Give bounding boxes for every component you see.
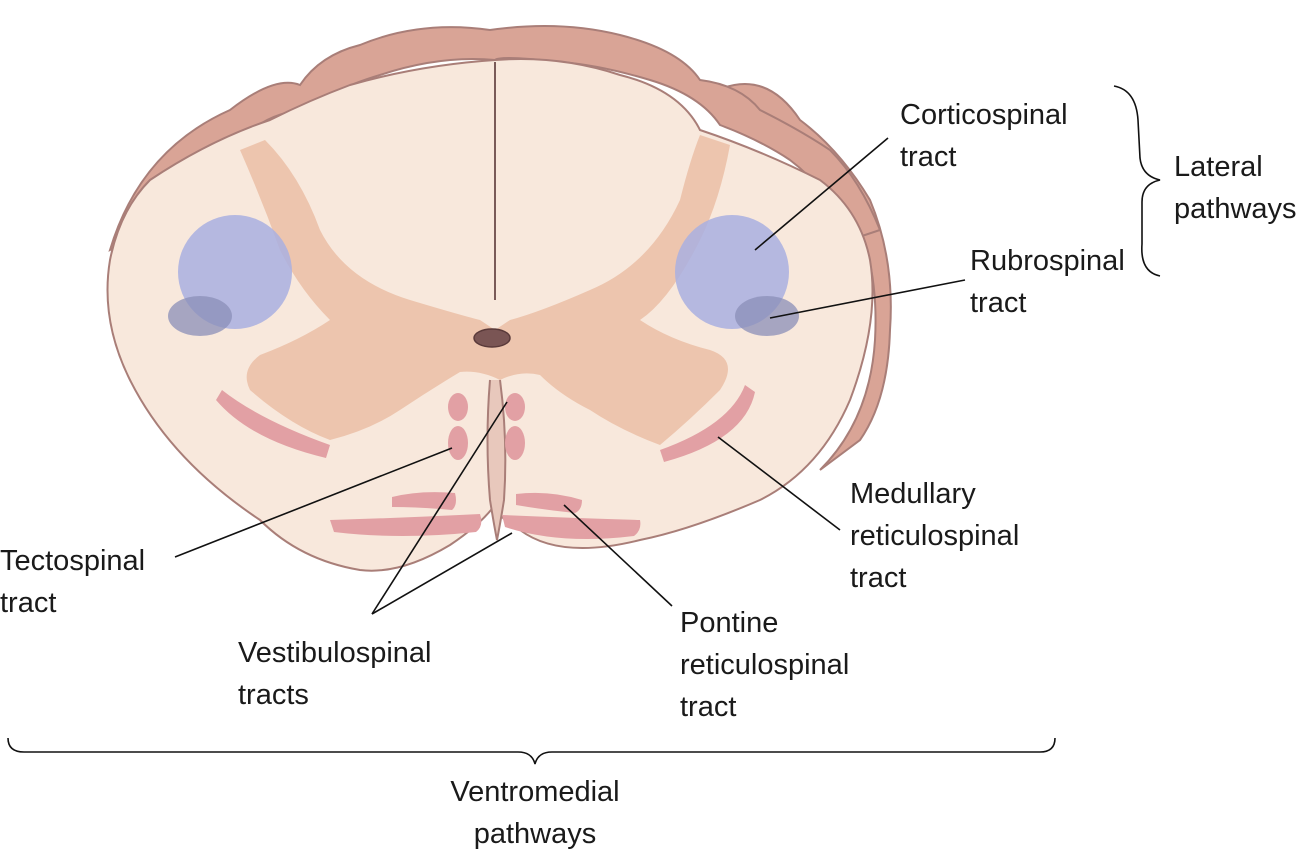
- label-tectospinal-tract: Tectospinal tract: [0, 540, 145, 624]
- label-rubrospinal-tract: Rubrospinal tract: [970, 240, 1125, 324]
- label-vestibulospinal-line2: tracts: [238, 679, 309, 711]
- leader-tectospinal: [174, 447, 453, 558]
- rubrospinal-tract-left: [168, 296, 232, 336]
- label-corticospinal-line2: tract: [900, 141, 957, 173]
- label-pontine-reticulospinal-tract: Pontine reticulospinal tract: [680, 602, 849, 728]
- pontine-reticulospinal-tract-right-lower: [502, 515, 641, 539]
- gray-matter: [240, 135, 730, 445]
- label-tectospinal-line1: Tectospinal: [0, 545, 146, 577]
- pontine-reticulospinal-tract-left-upper: [392, 492, 456, 510]
- label-ventromedial-line1: Ventromedial: [450, 776, 620, 808]
- label-corticospinal-line1: Corticospinal: [900, 99, 1068, 131]
- label-medullary-line1: Medullary: [850, 478, 976, 510]
- label-lateral-pathways: Lateral pathways: [1174, 146, 1297, 230]
- label-rubrospinal-line1: Rubrospinal: [970, 245, 1125, 277]
- label-ventromedial-line2: pathways: [473, 818, 597, 850]
- label-pontine-line3: tract: [680, 691, 737, 723]
- label-medullary-line2: reticulospinal: [850, 520, 1020, 552]
- leader-vestibulospinal-right: [371, 532, 513, 615]
- medullary-reticulospinal-tract-left: [216, 390, 330, 458]
- vestibulospinal-tract-left: [448, 426, 468, 460]
- lateral-pathways-brace: [1113, 85, 1161, 277]
- label-medullary-line3: tract: [850, 562, 907, 594]
- label-pontine-line2: reticulospinal: [680, 649, 850, 681]
- cord-dorsal-rim: [108, 25, 882, 252]
- label-vestibulospinal-tracts: Vestibulospinal tracts: [238, 632, 431, 716]
- medullary-reticulospinal-tract-right: [660, 385, 755, 462]
- pontine-reticulospinal-tract-left-lower: [330, 514, 482, 536]
- label-corticospinal-tract: Corticospinal tract: [900, 94, 1068, 178]
- leader-pontine: [563, 504, 673, 607]
- leader-corticospinal: [754, 137, 889, 251]
- label-ventromedial-pathways: Ventromedial pathways: [420, 771, 650, 855]
- ventromedial-pathways-brace: [7, 737, 1056, 765]
- leader-medullary: [717, 436, 841, 531]
- central-canal: [473, 328, 511, 348]
- tectospinal-tract-right: [505, 393, 525, 421]
- vestibulospinal-tract-right: [505, 426, 525, 460]
- label-lateral-line2: pathways: [1174, 193, 1297, 225]
- label-rubrospinal-line2: tract: [970, 287, 1027, 319]
- leader-vestibulospinal-left: [371, 401, 508, 615]
- rubrospinal-tract-right: [735, 296, 799, 336]
- label-medullary-reticulospinal-tract: Medullary reticulospinal tract: [850, 473, 1019, 599]
- label-tectospinal-line2: tract: [0, 587, 57, 619]
- label-pontine-line1: Pontine: [680, 607, 779, 639]
- ventral-median-fissure: [486, 379, 507, 541]
- tectospinal-tract-left: [448, 393, 468, 421]
- pontine-reticulospinal-tract-right-upper: [516, 492, 582, 513]
- label-lateral-line1: Lateral: [1174, 151, 1263, 183]
- label-vestibulospinal-line1: Vestibulospinal: [238, 637, 432, 669]
- leader-rubrospinal: [769, 279, 966, 319]
